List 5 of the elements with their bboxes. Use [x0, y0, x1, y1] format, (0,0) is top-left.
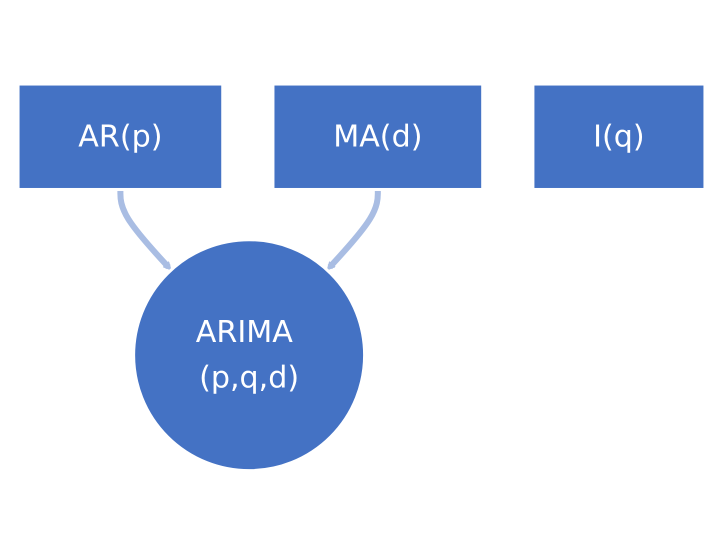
arrow — [326, 190, 381, 271]
node-circle: ARIMA (p,q,d) — [132, 238, 366, 472]
node-box: AR(p) — [16, 82, 224, 192]
arrow — [117, 190, 172, 271]
node-box: MA(d) — [271, 82, 484, 192]
